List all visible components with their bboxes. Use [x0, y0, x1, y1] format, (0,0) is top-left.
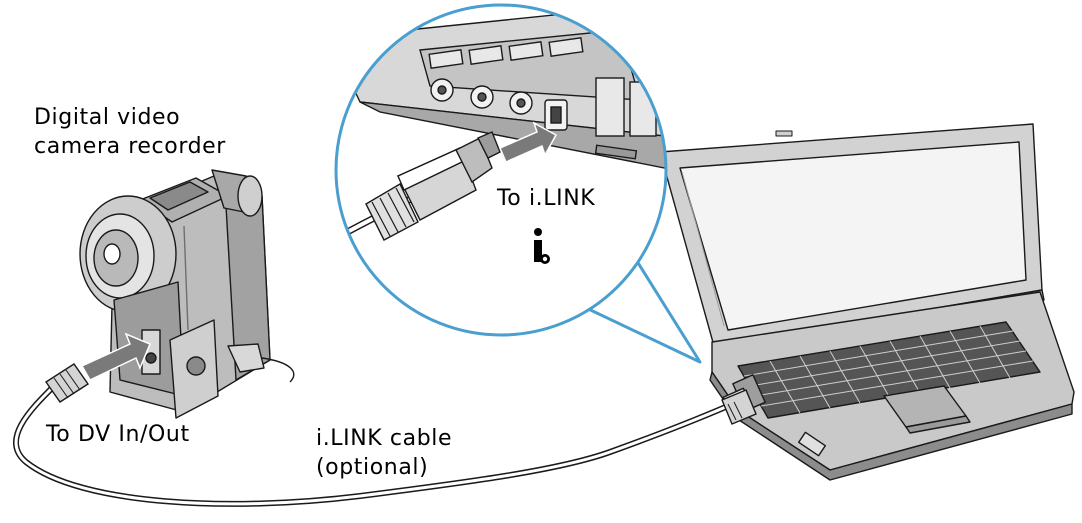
- ilink-logo-icon: [534, 228, 550, 264]
- cable-label: i.LINK cable (optional): [316, 424, 452, 482]
- camera-label-line1: Digital video: [34, 105, 181, 130]
- connector-arrow-icon: [499, 121, 558, 163]
- cable-label-line1: i.LINK cable: [316, 426, 453, 451]
- camera-label-line2: camera recorder: [34, 134, 226, 159]
- ilink-cable: [12, 363, 757, 507]
- camcorder-icon: [79, 169, 295, 419]
- port-closeup-callout: [334, 3, 702, 364]
- to-dv-label: To DV In/Out: [46, 422, 190, 447]
- to-ilink-label: To i.LINK: [497, 186, 596, 211]
- cable-label-line2: (optional): [316, 455, 429, 480]
- camera-label: Digital video camera recorder: [34, 103, 226, 161]
- dv-arrow-icon: [80, 332, 151, 381]
- laptop-icon: [659, 123, 1075, 481]
